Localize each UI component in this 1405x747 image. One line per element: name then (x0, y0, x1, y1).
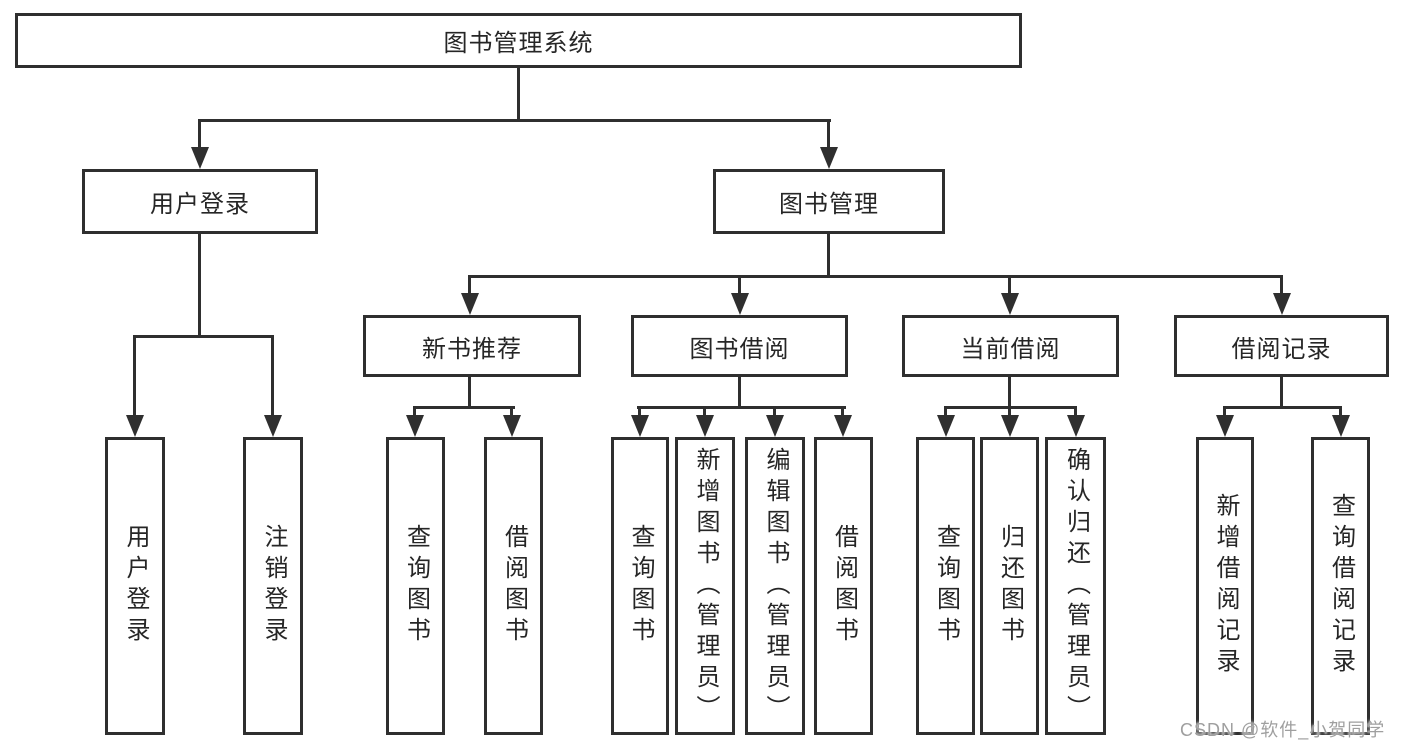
node-user-login-label: 用户登录 (150, 191, 250, 218)
arrow-down-icon (126, 415, 144, 437)
arrow-down-icon (631, 415, 649, 437)
arrow-down-icon (191, 147, 209, 169)
leaf-label: 查询图书 (402, 524, 430, 648)
arrow-down-icon (766, 415, 784, 437)
node-current-borrow: 当前借阅 (902, 315, 1119, 377)
leaf-label: 新增图书（管理员） (692, 446, 719, 726)
arrow-down-icon (696, 415, 714, 437)
leaf-label: 借阅图书 (500, 524, 528, 648)
leaf-query-books: 查询图书 (386, 437, 445, 735)
leaf-borrow-books: 借阅图书 (484, 437, 543, 735)
connector-line (517, 66, 520, 122)
connector-line (638, 406, 641, 417)
leaf-borrow-books: 借阅图书 (814, 437, 873, 735)
arrow-down-icon (1216, 415, 1234, 437)
connector-line (703, 406, 706, 417)
node-borrow-records: 借阅记录 (1174, 315, 1389, 377)
arrow-down-icon (1273, 293, 1291, 315)
leaf-user-login: 用户登录 (105, 437, 165, 735)
leaf-label: 新增借阅记录 (1212, 493, 1239, 679)
connector-line (133, 335, 274, 338)
connector-line (827, 232, 830, 278)
leaf-confirm-return-admin: 确认归还（管理员） (1045, 437, 1106, 735)
arrow-down-icon (820, 147, 838, 169)
connector-line (198, 119, 201, 147)
connector-line (1074, 406, 1077, 417)
arrow-down-icon (406, 415, 424, 437)
leaf-logout: 注销登录 (243, 437, 303, 735)
node-new-book-recommend-label: 新书推荐 (422, 335, 522, 363)
arrow-down-icon (503, 415, 521, 437)
node-root: 图书管理系统 (15, 13, 1022, 68)
leaf-query-borrow-record: 查询借阅记录 (1311, 437, 1370, 735)
node-book-management-label: 图书管理 (779, 191, 879, 218)
connector-line (1008, 275, 1011, 295)
connector-line (944, 406, 947, 417)
connector-line (413, 406, 515, 409)
leaf-label: 归还图书 (996, 524, 1024, 648)
connector-line (198, 232, 201, 338)
node-root-label: 图书管理系统 (443, 30, 594, 57)
leaf-label: 确认归还（管理员） (1062, 446, 1090, 726)
connector-line (271, 335, 274, 415)
leaf-edit-books-admin: 编辑图书（管理员） (745, 437, 805, 735)
connector-line (1008, 375, 1011, 409)
connector-line (773, 406, 776, 417)
connector-line (738, 275, 741, 295)
leaf-label: 用户登录 (122, 524, 149, 648)
connector-line (1280, 375, 1283, 409)
connector-line (1339, 406, 1342, 417)
arrow-down-icon (1001, 415, 1019, 437)
connector-line (1223, 406, 1342, 409)
arrow-down-icon (937, 415, 955, 437)
leaf-label: 注销登录 (260, 524, 287, 648)
connector-line (133, 335, 136, 415)
connector-line (1223, 406, 1226, 417)
leaf-return-books: 归还图书 (980, 437, 1039, 735)
connector-line (413, 406, 416, 417)
node-book-management: 图书管理 (713, 169, 945, 234)
arrow-down-icon (264, 415, 282, 437)
connector-line (510, 406, 513, 417)
arrow-down-icon (1067, 415, 1085, 437)
connector-line (1280, 275, 1283, 295)
leaf-query-books: 查询图书 (611, 437, 669, 735)
arrow-down-icon (461, 293, 479, 315)
leaf-label: 编辑图书（管理员） (762, 446, 789, 726)
connector-line (841, 406, 844, 417)
connector-line (738, 375, 741, 409)
connector-line (1008, 406, 1011, 417)
node-current-borrow-label: 当前借阅 (960, 335, 1061, 363)
node-new-book-recommend: 新书推荐 (363, 315, 581, 377)
connector-line (198, 119, 831, 122)
connector-line (468, 275, 1283, 278)
node-borrow-records-label: 借阅记录 (1231, 335, 1332, 363)
node-book-borrow-label: 图书借阅 (689, 335, 790, 363)
connector-line (827, 119, 830, 147)
leaf-label: 查询借阅记录 (1327, 493, 1355, 679)
node-book-borrow: 图书借阅 (631, 315, 848, 377)
arrow-down-icon (1332, 415, 1350, 437)
leaf-label: 借阅图书 (830, 524, 858, 648)
leaf-add-borrow-record: 新增借阅记录 (1196, 437, 1254, 735)
leaf-label: 查询图书 (627, 524, 654, 648)
arrow-down-icon (1001, 293, 1019, 315)
leaf-label: 查询图书 (932, 524, 960, 648)
leaf-add-books-admin: 新增图书（管理员） (675, 437, 735, 735)
arrow-down-icon (834, 415, 852, 437)
arrow-down-icon (731, 293, 749, 315)
connector-line (468, 275, 471, 295)
connector-line (637, 406, 846, 409)
watermark: CSDN @软件_小贺同学 (1180, 720, 1386, 740)
connector-line (468, 375, 471, 409)
node-user-login: 用户登录 (82, 169, 318, 234)
leaf-query-books: 查询图书 (916, 437, 975, 735)
